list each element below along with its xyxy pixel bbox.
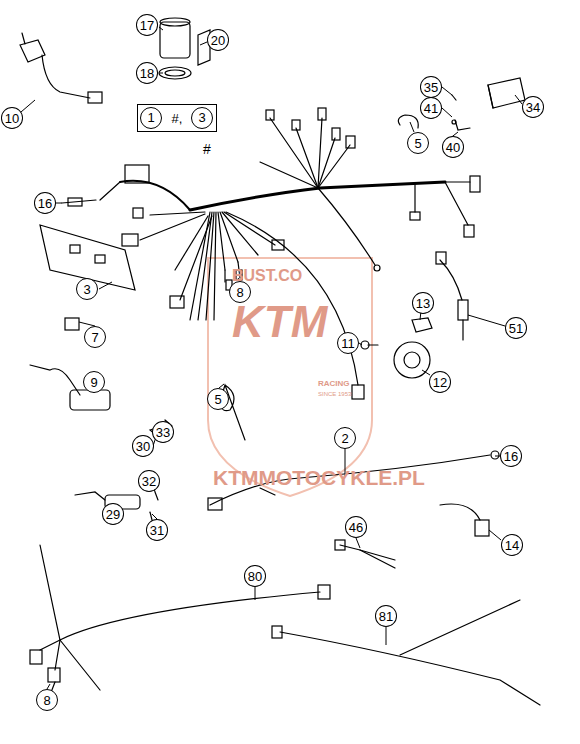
callout-text: 80 [248, 570, 262, 583]
callout-number: 18 [136, 62, 158, 84]
callout-text: 18 [140, 67, 154, 80]
callout-number: 29 [102, 503, 124, 525]
callout-number: 20 [207, 29, 229, 51]
callout-text: 30 [136, 440, 150, 453]
reference-box: #, 1 3 [137, 104, 217, 132]
callout-text: 12 [433, 376, 447, 389]
callout-number: 34 [522, 96, 544, 118]
callout-number: 3 [191, 107, 213, 129]
callout-number: 33 [152, 421, 174, 443]
callout-text: 10 [5, 112, 19, 125]
callout-number: 14 [501, 534, 523, 556]
callout-number: 3 [76, 278, 98, 300]
leader-lines [21, 27, 522, 689]
callout-number: 32 [138, 470, 160, 492]
callout-number: 5 [207, 388, 229, 410]
watermark-text: RACING [318, 380, 350, 388]
callout-number: 35 [420, 76, 442, 98]
callout-text: 2 [341, 432, 348, 445]
callout-text: 16 [38, 197, 52, 210]
callout-text: 46 [349, 521, 363, 534]
callout-text: 51 [509, 322, 523, 335]
callout-text: 41 [424, 102, 438, 115]
callout-number: 80 [244, 565, 266, 587]
callout-text: 5 [414, 137, 421, 150]
watermark-shield [208, 258, 372, 496]
callout-text: 32 [142, 475, 156, 488]
watermark-text: BUST.CO [232, 268, 302, 284]
wiring-parts [20, 18, 540, 705]
callout-text: 17 [140, 19, 154, 32]
callout-text: 3 [83, 283, 90, 296]
callout-number: 30 [132, 435, 154, 457]
watermark-logo: KTM [232, 300, 327, 344]
callout-text: 20 [211, 34, 225, 47]
callout-text: 3 [198, 111, 205, 124]
callout-text: 13 [416, 297, 430, 310]
callout-text: 11 [341, 337, 355, 350]
callout-text: 29 [106, 508, 120, 521]
callout-text: 16 [504, 450, 518, 463]
callout-text: 31 [150, 524, 164, 537]
callout-number: 9 [83, 371, 105, 393]
callout-number: 16 [34, 192, 56, 214]
callout-number: 5 [407, 132, 429, 154]
callout-text: 35 [424, 81, 438, 94]
callout-text: 14 [505, 539, 519, 552]
callout-text: #, [172, 112, 183, 125]
watermark-text: KTMMOTOCYKLE.PL [213, 467, 425, 488]
callout-text: 1 [147, 111, 154, 124]
callout-number: 51 [505, 317, 527, 339]
callout-text: 5 [214, 393, 221, 406]
callout-number: 16 [500, 445, 522, 467]
callout-number: 31 [146, 519, 168, 541]
callout-number: 10 [1, 107, 23, 129]
callout-number: 7 [84, 326, 106, 348]
callout-text: 40 [446, 141, 460, 154]
callout-number: 1 [140, 107, 162, 129]
callout-text: 8 [236, 286, 243, 299]
callout-number: 41 [420, 97, 442, 119]
callout-number: 13 [412, 292, 434, 314]
callout-number: 40 [442, 136, 464, 158]
callout-number: 11 [337, 332, 359, 354]
callout-text: 81 [379, 610, 393, 623]
reference-mark: # [203, 142, 211, 156]
callout-number: 8 [36, 689, 58, 711]
callout-number: 81 [375, 605, 397, 627]
callout-text: 34 [526, 101, 540, 114]
callout-number: 46 [345, 516, 367, 538]
watermark-text: SINCE 1953 [318, 391, 351, 397]
callout-text: 7 [91, 331, 98, 344]
callout-text: 33 [156, 426, 170, 439]
callout-number: 17 [136, 14, 158, 36]
callout-text: 9 [90, 376, 97, 389]
callout-number: 12 [429, 371, 451, 393]
callout-number: 2 [334, 427, 356, 449]
callout-text: 8 [43, 694, 50, 707]
